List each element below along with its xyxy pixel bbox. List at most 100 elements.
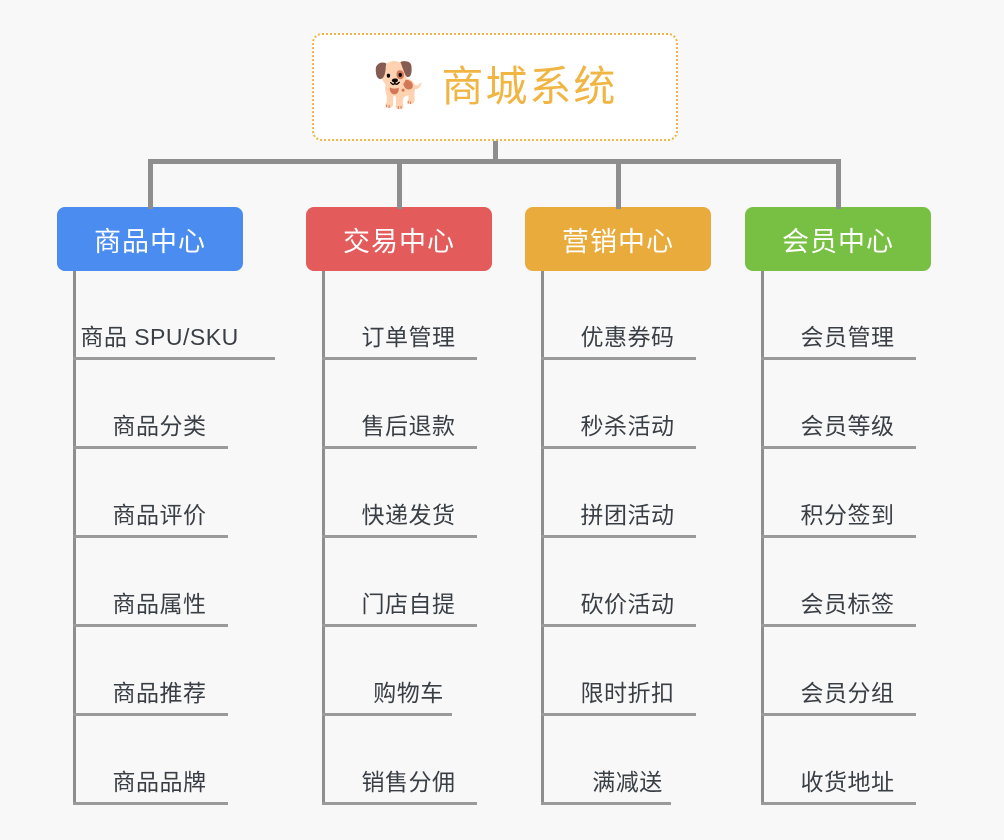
leaf-item-label: 拼团活动 bbox=[580, 502, 675, 528]
branch-connector-2 bbox=[397, 159, 402, 209]
category-column-3: 营销中心优惠券码秒杀活动拼团活动砍价活动限时折扣满减送 bbox=[525, 207, 711, 805]
leaf-spine-connector bbox=[761, 271, 764, 805]
leaf-item-label: 商品推荐 bbox=[112, 680, 207, 706]
leaf-item-label: 售后退款 bbox=[361, 413, 456, 439]
leaf-list-1: 商品 SPU/SKU 商品分类商品评价商品属性商品推荐商品品牌 bbox=[73, 271, 275, 805]
leaf-underline bbox=[761, 713, 916, 716]
leaf-item[interactable]: 商品推荐 bbox=[73, 627, 243, 716]
shiba-dog-face-icon: 🐕 bbox=[372, 61, 428, 110]
leaf-item-label: 积分签到 bbox=[800, 502, 895, 528]
leaf-item[interactable]: 商品评价 bbox=[73, 449, 243, 538]
leaf-underline bbox=[541, 446, 696, 449]
leaf-spine-connector bbox=[322, 271, 325, 805]
leaf-underline bbox=[322, 802, 477, 805]
leaf-underline bbox=[322, 713, 452, 716]
leaf-item[interactable]: 满减送 bbox=[541, 716, 711, 805]
branch-connector-1 bbox=[148, 159, 153, 209]
leaf-item[interactable]: 门店自提 bbox=[322, 538, 492, 627]
leaf-item-label: 限时折扣 bbox=[580, 680, 675, 706]
leaf-underline bbox=[73, 802, 228, 805]
leaf-underline bbox=[322, 357, 477, 360]
leaf-item[interactable]: 会员分组 bbox=[761, 627, 931, 716]
trunk-horizontal-connector bbox=[149, 159, 840, 164]
leaf-item[interactable]: 限时折扣 bbox=[541, 627, 711, 716]
leaf-item-label: 商品分类 bbox=[112, 413, 207, 439]
leaf-item[interactable]: 商品 SPU/SKU bbox=[73, 271, 275, 360]
leaf-item-label: 快递发货 bbox=[361, 502, 456, 528]
category-header-4[interactable]: 会员中心 bbox=[745, 207, 931, 271]
leaf-item-label: 会员分组 bbox=[800, 680, 895, 706]
leaf-underline bbox=[322, 446, 477, 449]
leaf-underline bbox=[761, 802, 916, 805]
category-header-2[interactable]: 交易中心 bbox=[306, 207, 492, 271]
leaf-spine-connector bbox=[541, 271, 544, 805]
leaf-list-4: 会员管理会员等级积分签到会员标签会员分组收货地址 bbox=[761, 271, 931, 805]
leaf-item[interactable]: 商品品牌 bbox=[73, 716, 243, 805]
category-header-label: 交易中心 bbox=[343, 226, 455, 257]
leaf-underline bbox=[322, 535, 477, 538]
leaf-item-label: 商品品牌 bbox=[112, 769, 207, 795]
leaf-item-label: 会员管理 bbox=[800, 324, 895, 350]
leaf-item[interactable]: 会员等级 bbox=[761, 360, 931, 449]
leaf-underline bbox=[322, 624, 477, 627]
trunk-vertical-connector bbox=[493, 141, 498, 163]
category-header-label: 营销中心 bbox=[562, 226, 674, 257]
root-node-title: 商城系统 bbox=[441, 63, 618, 110]
leaf-item[interactable]: 拼团活动 bbox=[541, 449, 711, 538]
leaf-underline bbox=[761, 624, 916, 627]
leaf-underline bbox=[541, 535, 696, 538]
leaf-item[interactable]: 秒杀活动 bbox=[541, 360, 711, 449]
leaf-item-label: 商品评价 bbox=[112, 502, 207, 528]
leaf-item[interactable]: 会员管理 bbox=[761, 271, 931, 360]
category-column-1: 商品中心商品 SPU/SKU 商品分类商品评价商品属性商品推荐商品品牌 bbox=[57, 207, 275, 805]
leaf-item[interactable]: 快递发货 bbox=[322, 449, 492, 538]
branch-connector-4 bbox=[836, 159, 841, 209]
leaf-item[interactable]: 商品属性 bbox=[73, 538, 243, 627]
leaf-list-2: 订单管理售后退款快递发货门店自提购物车销售分佣 bbox=[322, 271, 492, 805]
leaf-item[interactable]: 售后退款 bbox=[322, 360, 492, 449]
leaf-list-3: 优惠券码秒杀活动拼团活动砍价活动限时折扣满减送 bbox=[541, 271, 711, 805]
leaf-item[interactable]: 积分签到 bbox=[761, 449, 931, 538]
category-header-label: 会员中心 bbox=[782, 226, 894, 257]
category-header-label: 商品中心 bbox=[94, 226, 206, 257]
leaf-item[interactable]: 收货地址 bbox=[761, 716, 931, 805]
leaf-item-label: 订单管理 bbox=[361, 324, 456, 350]
leaf-underline bbox=[761, 446, 916, 449]
category-header-3[interactable]: 营销中心 bbox=[525, 207, 711, 271]
leaf-underline bbox=[73, 357, 275, 360]
leaf-item-label: 购物车 bbox=[373, 680, 444, 706]
leaf-item[interactable]: 会员标签 bbox=[761, 538, 931, 627]
leaf-item-label: 商品属性 bbox=[112, 591, 207, 617]
category-column-2: 交易中心订单管理售后退款快递发货门店自提购物车销售分佣 bbox=[306, 207, 492, 805]
leaf-item-label: 砍价活动 bbox=[580, 591, 675, 617]
leaf-item-label: 秒杀活动 bbox=[580, 413, 675, 439]
leaf-underline bbox=[73, 446, 228, 449]
leaf-item-label: 销售分佣 bbox=[361, 769, 456, 795]
leaf-item[interactable]: 销售分佣 bbox=[322, 716, 492, 805]
leaf-item[interactable]: 优惠券码 bbox=[541, 271, 711, 360]
leaf-underline bbox=[761, 535, 916, 538]
leaf-item[interactable]: 商品分类 bbox=[73, 360, 243, 449]
category-header-1[interactable]: 商品中心 bbox=[57, 207, 243, 271]
branch-connector-3 bbox=[616, 159, 621, 209]
leaf-item[interactable]: 砍价活动 bbox=[541, 538, 711, 627]
leaf-underline bbox=[541, 357, 696, 360]
leaf-item[interactable]: 订单管理 bbox=[322, 271, 492, 360]
leaf-underline bbox=[541, 802, 671, 805]
leaf-underline bbox=[541, 713, 696, 716]
category-column-4: 会员中心会员管理会员等级积分签到会员标签会员分组收货地址 bbox=[745, 207, 931, 805]
leaf-spine-connector bbox=[73, 271, 76, 805]
leaf-item-label: 优惠券码 bbox=[580, 324, 675, 350]
leaf-underline bbox=[73, 535, 228, 538]
leaf-item-label: 收货地址 bbox=[800, 769, 895, 795]
leaf-item-label: 满减送 bbox=[592, 769, 663, 795]
leaf-item-label: 商品 SPU/SKU bbox=[80, 324, 239, 350]
leaf-item-label: 会员等级 bbox=[800, 413, 895, 439]
root-node-mall-system[interactable]: 🐕 商城系统 bbox=[312, 33, 678, 141]
leaf-underline bbox=[73, 713, 228, 716]
leaf-underline bbox=[73, 624, 228, 627]
leaf-item-label: 门店自提 bbox=[361, 591, 456, 617]
leaf-item-label: 会员标签 bbox=[800, 591, 895, 617]
leaf-underline bbox=[541, 624, 696, 627]
leaf-item[interactable]: 购物车 bbox=[322, 627, 492, 716]
